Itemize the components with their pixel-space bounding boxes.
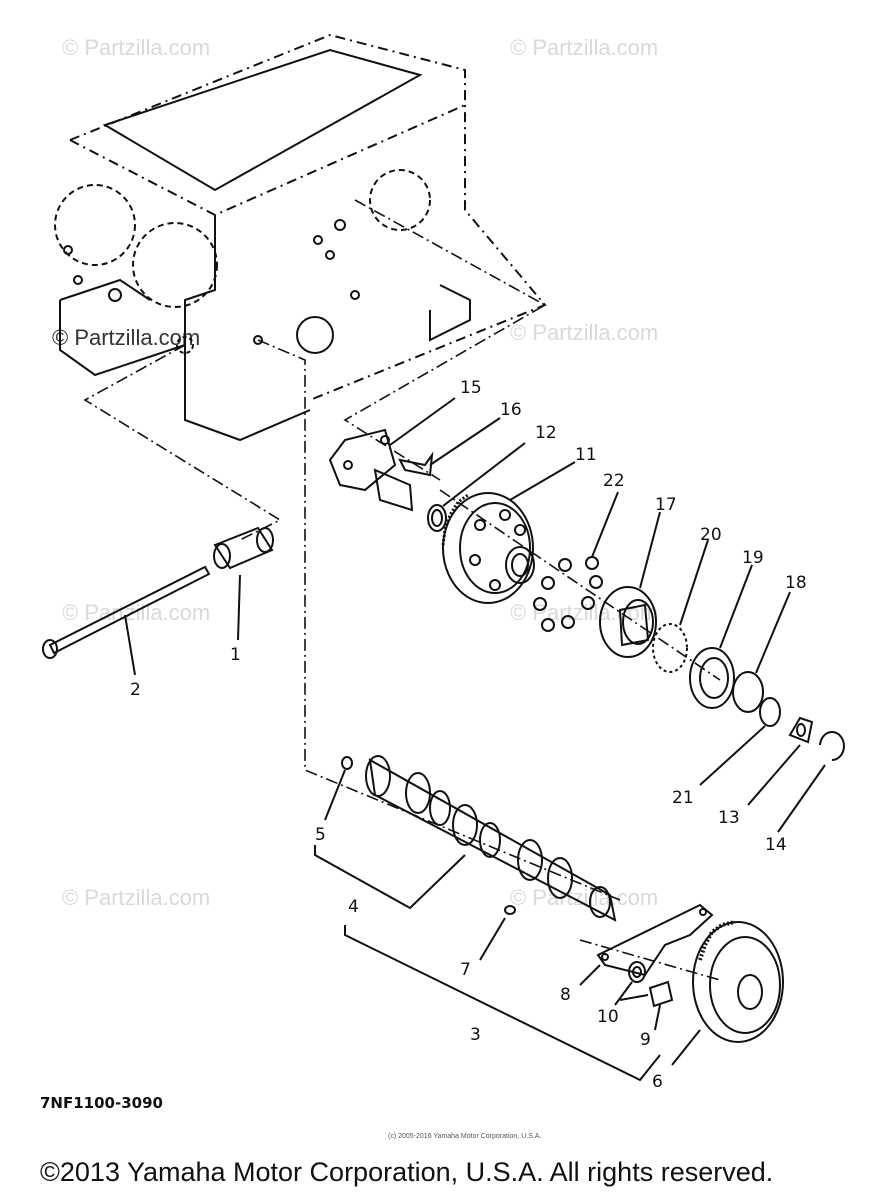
- part-ring: [732, 591, 791, 713]
- callout-7: 7: [460, 960, 471, 980]
- watermark: © Partzilla.com: [510, 35, 658, 60]
- callout-19: 19: [742, 548, 764, 568]
- callout-10: 10: [597, 1007, 619, 1027]
- part-governor-sleeve: [599, 511, 661, 658]
- bracket-lines: [344, 925, 661, 1082]
- callout-2: 2: [130, 680, 141, 700]
- part-bearing-ring: [652, 539, 709, 673]
- engine-block: [54, 33, 547, 442]
- part-governor-gear: [441, 461, 576, 604]
- watermark: © Partzilla.com: [62, 885, 210, 910]
- callout-18: 18: [785, 573, 807, 593]
- watermark: © Partzilla.com: [510, 600, 658, 625]
- watermark-dark: © Partzilla.com: [52, 325, 200, 350]
- callout-5: 5: [315, 825, 326, 845]
- watermark: © Partzilla.com: [510, 885, 658, 910]
- part-retainer-plate: [579, 903, 714, 986]
- callout-16: 16: [500, 400, 522, 420]
- part-pin: [324, 756, 353, 821]
- callout-9: 9: [640, 1030, 651, 1050]
- leader-lines: [83, 199, 721, 981]
- callout-20: 20: [700, 525, 722, 545]
- callout-15: 15: [460, 378, 482, 398]
- callout-6: 6: [652, 1072, 663, 1092]
- part-bearing-housing: [328, 397, 501, 512]
- part-dowel: [479, 905, 516, 961]
- callout-21: 21: [672, 788, 694, 808]
- part-washers: [699, 697, 845, 833]
- callout-13: 13: [718, 808, 740, 828]
- callout-3: 3: [470, 1025, 481, 1045]
- part-cam-gear: [671, 920, 784, 1066]
- part-shim: [427, 442, 526, 532]
- part-camshaft: [314, 755, 617, 922]
- part-bolt-washer: [614, 961, 674, 1031]
- watermark: © Partzilla.com: [62, 35, 210, 60]
- callout-17: 17: [655, 495, 677, 515]
- watermarks: © Partzilla.com © Partzilla.com © Partzi…: [62, 35, 658, 910]
- tiny-copyright: (c) 2005-2016 Yamaha Motor Corporation, …: [388, 1133, 542, 1140]
- copyright-notice: ©2013 Yamaha Motor Corporation, U.S.A. A…: [40, 1157, 774, 1187]
- watermark: © Partzilla.com: [510, 320, 658, 345]
- callout-numbers: 1 2 3 4 5 6 7 8 9 10 11 12 13 14 15 16 1…: [130, 378, 807, 1092]
- diagram-code: 7NF1100-3090: [40, 1094, 163, 1112]
- watermark: © Partzilla.com: [62, 600, 210, 625]
- part-push-rod: [42, 565, 211, 676]
- callout-22: 22: [603, 471, 625, 491]
- part-sleeve: [213, 526, 274, 641]
- part-thrust-washer: [689, 564, 753, 709]
- part-governor-balls: [533, 491, 619, 632]
- callout-11: 11: [575, 445, 597, 465]
- callout-8: 8: [560, 985, 571, 1005]
- callout-14: 14: [765, 835, 787, 855]
- callout-4: 4: [348, 897, 359, 917]
- callout-1: 1: [230, 645, 241, 665]
- callout-12: 12: [535, 423, 557, 443]
